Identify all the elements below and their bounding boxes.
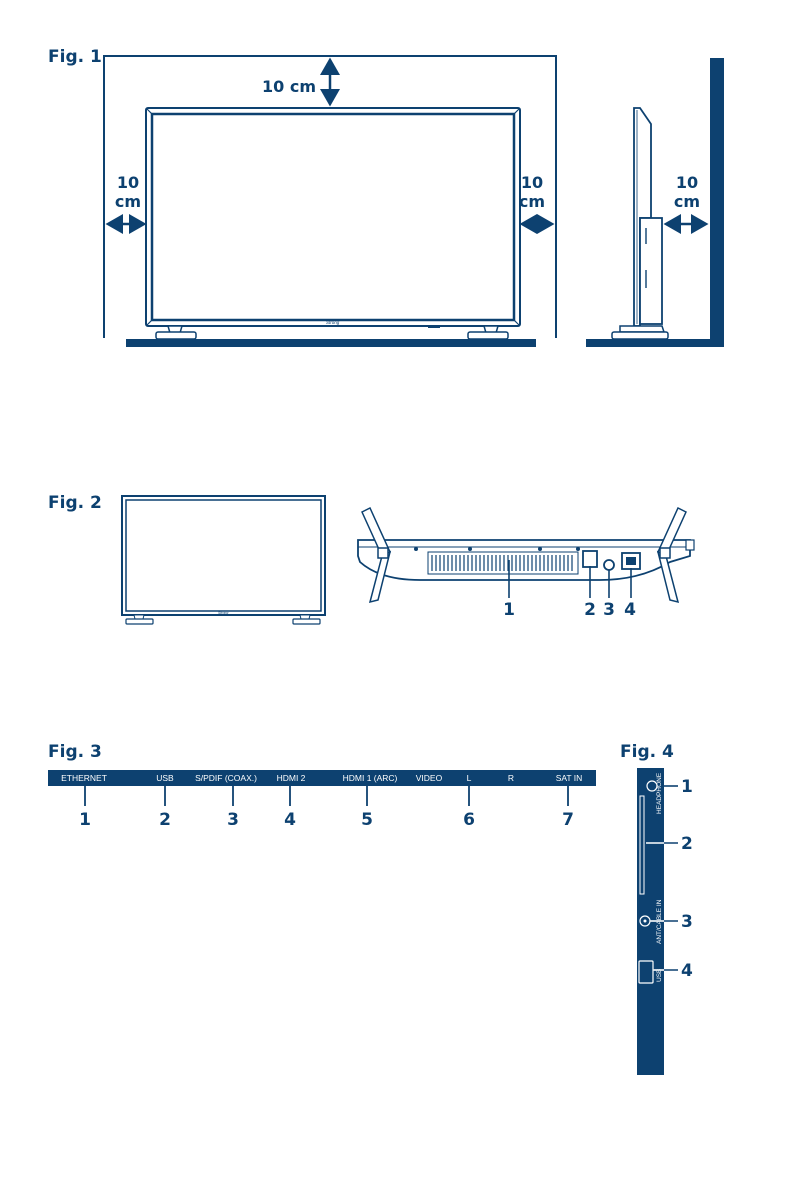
port-label-hdmi1-arc: HDMI 1 (ARC) [343,773,398,783]
floor-side [586,339,724,347]
fig2: Fig. 2 Strong [48,493,694,624]
fig2-label: Fig. 2 [48,493,102,513]
fig3-callout-6: 6 [463,810,475,830]
fig1-label: Fig. 1 [48,47,102,67]
fig2-callout-4: 4 [624,600,636,620]
top-clearance-label: 10 cm [262,77,316,96]
fig4: Fig. 4 HEADPHONE ANT/CABLE IN USB 1 2 3 … [620,742,693,1075]
fig2-callout-1: 1 [503,600,515,620]
rear-port-3 [604,560,614,570]
fig4-callout-3: 3 [681,912,693,932]
port-label-usb: USB [156,773,174,783]
tv-brand-logo: Strong [326,320,340,325]
fig4-label: Fig. 4 [620,742,674,762]
tv-rear-view [358,508,694,602]
left-clearance-value: 10 [117,173,139,192]
wall-clearance-value: 10 [676,173,698,192]
right-clearance-unit: cm [519,192,545,211]
port-label-l: L [467,773,472,783]
side-port-label-headphone: HEADPHONE [656,772,663,814]
fig4-callout-4: 4 [681,961,693,981]
port-label-video: VIDEO [416,773,443,783]
floor-front [126,339,536,347]
fig3-label: Fig. 3 [48,742,102,762]
wall-clearance-unit: cm [674,192,700,211]
tv-feet [156,326,508,339]
fig3-callout-5: 5 [361,810,373,830]
fig3-callout-1: 1 [79,810,91,830]
port-label-ethernet: ETHERNET [61,773,107,783]
wall [710,58,724,346]
fig2-callout-3: 3 [603,600,615,620]
fig3: Fig. 3 ETHERNET USB S/PDIF (COAX.) HDMI … [48,742,596,830]
fig3-callout-2: 2 [159,810,171,830]
tv-brand-small: Strong [218,611,228,615]
tv-front-small: Strong [122,496,325,624]
tv-front: Strong [146,108,520,328]
tv-side-view [586,58,724,347]
left-clearance-unit: cm [115,192,141,211]
fig2-callout-2: 2 [584,600,596,620]
port-label-r: R [508,773,514,783]
fig1: Fig. 1 Strong 10 cm 10 cm [48,47,724,347]
fig3-callout-7: 7 [562,810,574,830]
fig3-callout-lines [85,786,568,806]
port-label-hdmi2: HDMI 2 [277,773,306,783]
fig4-callout-1: 1 [681,777,693,797]
fig3-callout-3: 3 [227,810,239,830]
port-label-spdif: S/PDIF (COAX.) [195,773,257,783]
fig3-callout-4: 4 [284,810,296,830]
port-label-sat-in: SAT IN [556,773,583,783]
right-clearance-value: 10 [521,173,543,192]
fig4-callout-2: 2 [681,834,693,854]
rear-port-block-2 [583,551,597,567]
